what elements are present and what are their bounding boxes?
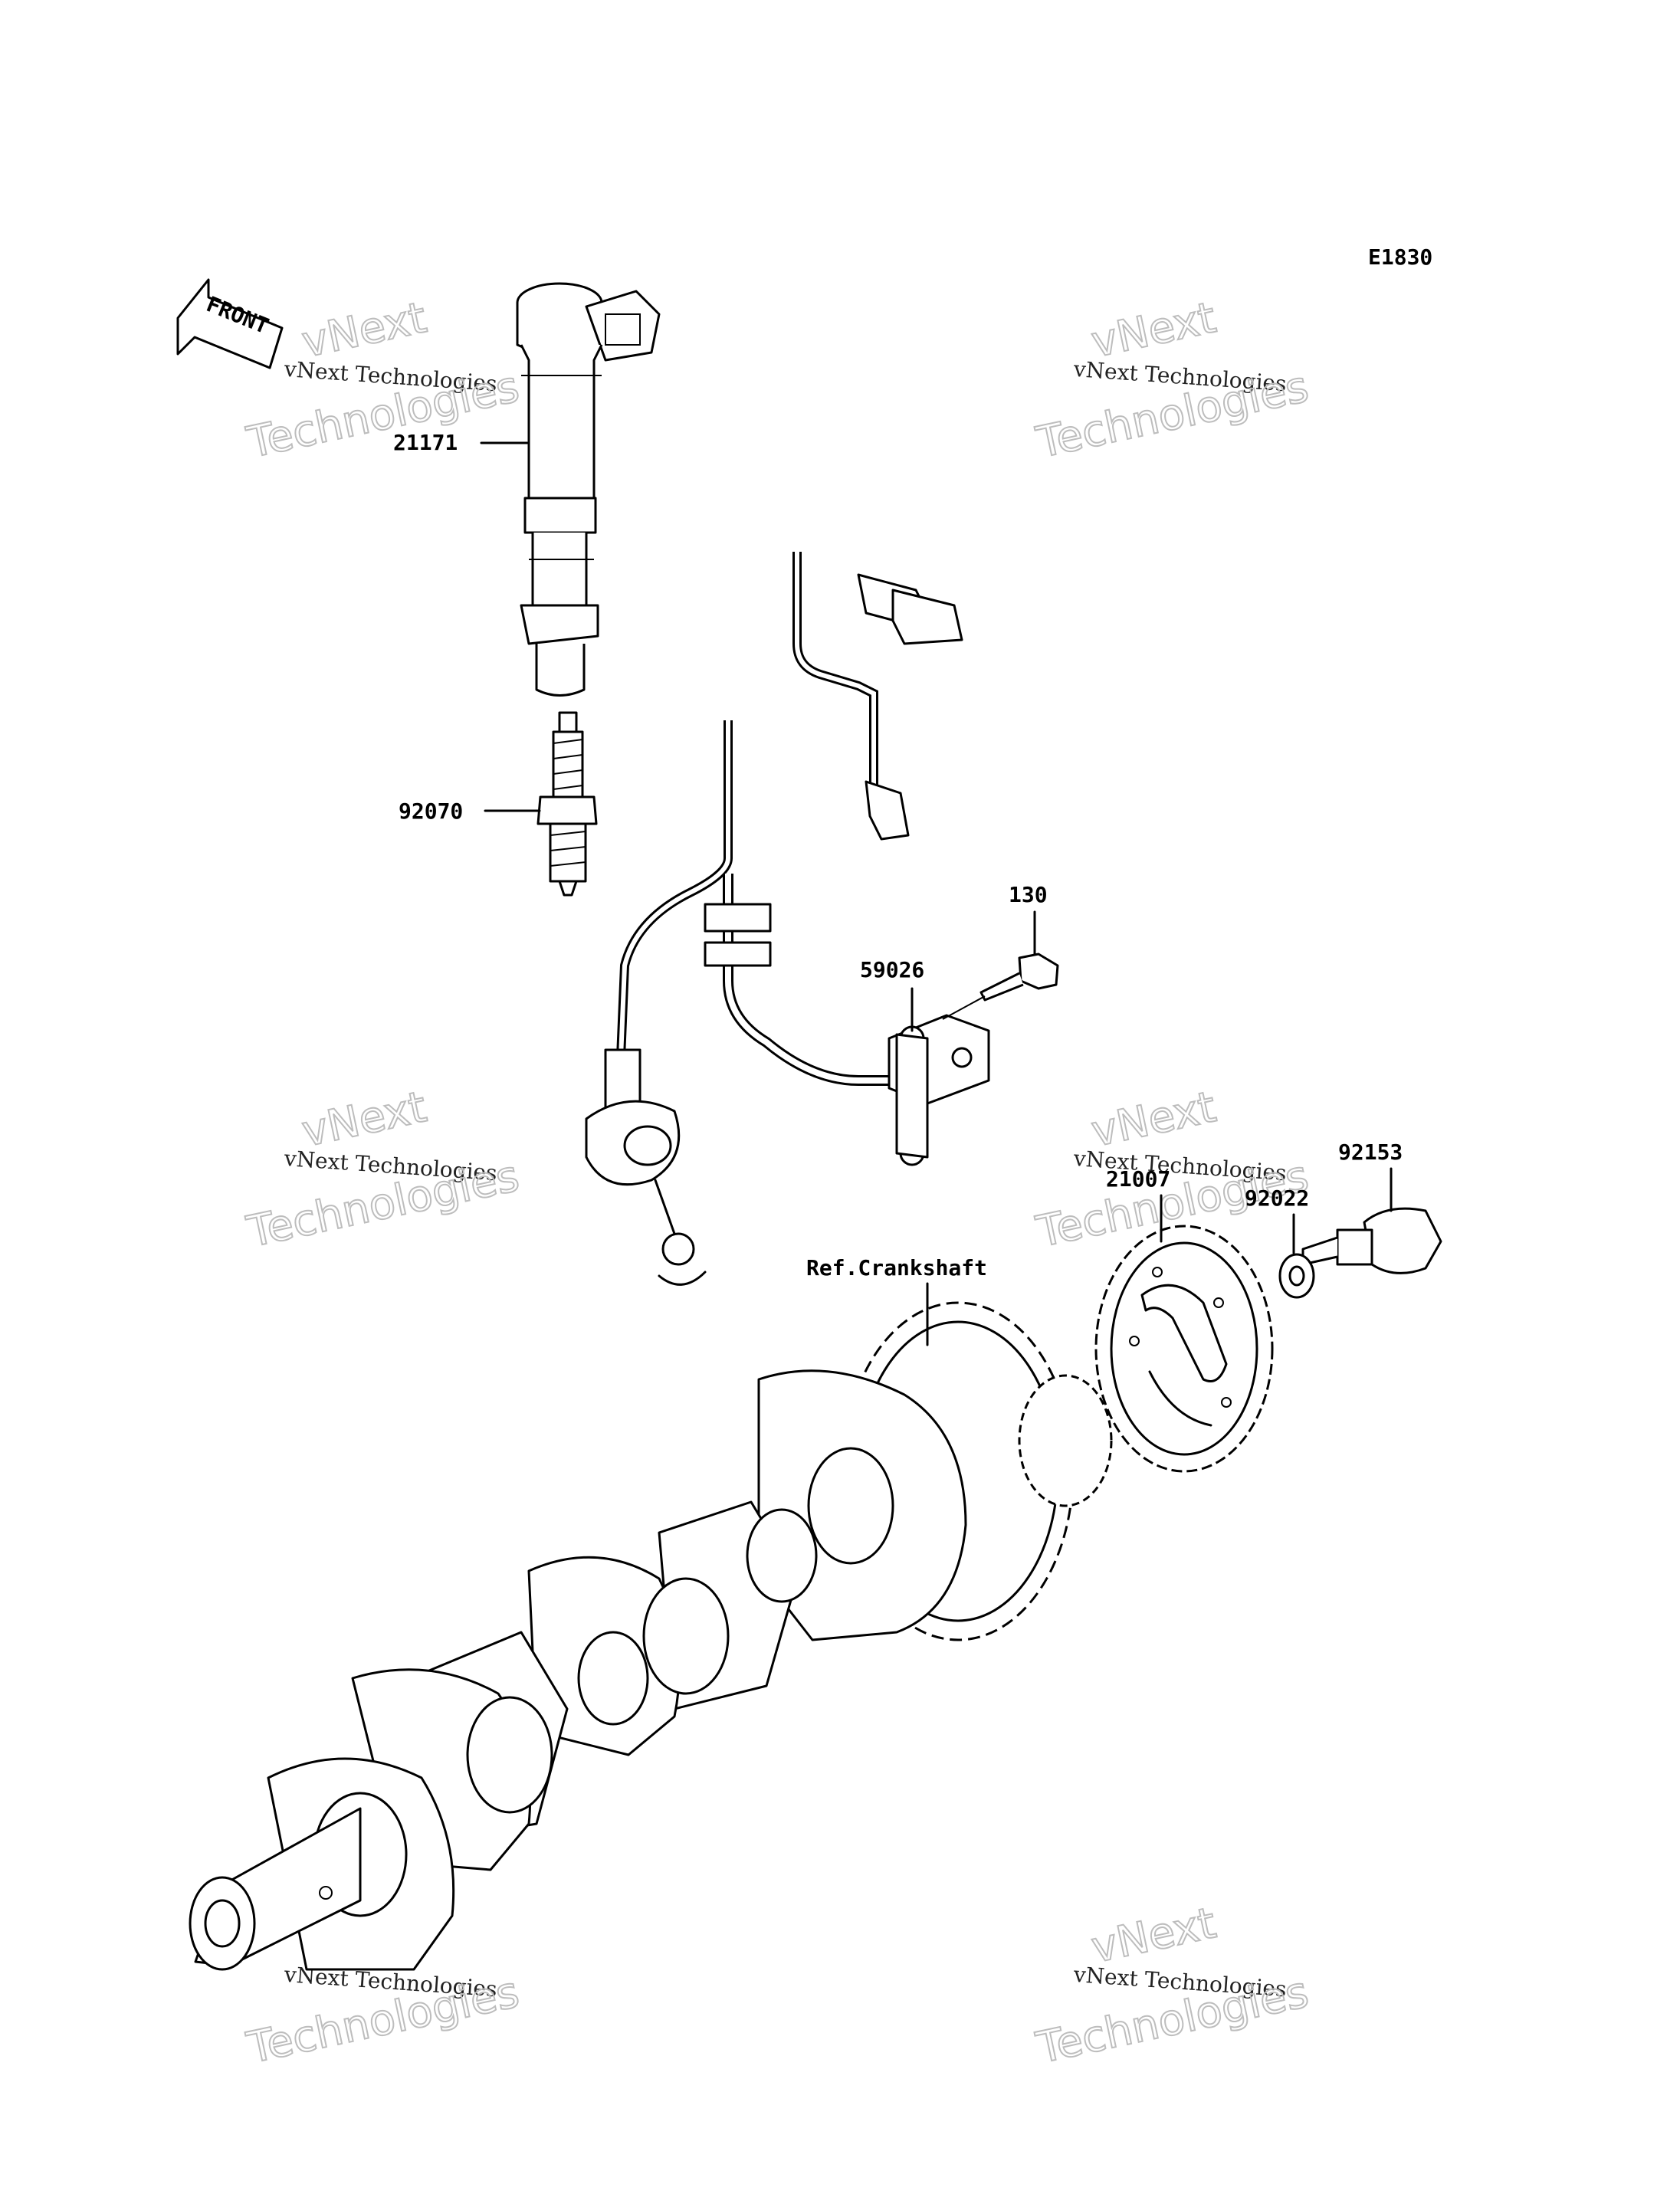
pickup-coil	[888, 1014, 990, 1166]
timing-rotor	[1094, 1225, 1274, 1473]
svg-text:vNext: vNext	[1087, 1898, 1220, 1973]
svg-text:vNext: vNext	[1087, 1082, 1220, 1157]
diagram-code: E1830	[1368, 244, 1432, 270]
front-arrow-icon: FRONT	[176, 278, 284, 369]
watermark-top-right: vNext vNext Technologies Technologies	[1032, 292, 1314, 469]
label-130: 130	[1009, 882, 1048, 907]
watermark-bottom-right: vNext vNext Technologies Technologies	[1032, 1897, 1314, 2074]
flange-bolt	[1301, 1207, 1442, 1274]
washer	[1278, 1253, 1315, 1299]
svg-text:vNext: vNext	[1087, 293, 1220, 368]
spark-plug	[536, 711, 598, 897]
wiring-harness	[585, 526, 963, 1286]
svg-text:vNext: vNext	[297, 1082, 431, 1157]
svg-text:vNext: vNext	[297, 293, 431, 368]
bolt-130	[942, 953, 1059, 1020]
label-92153: 92153	[1338, 1139, 1403, 1165]
label-crankshaft: Ref.Crankshaft	[806, 1255, 987, 1280]
label-21171: 21171	[393, 430, 458, 455]
label-92022: 92022	[1245, 1185, 1309, 1211]
label-59026: 59026	[860, 957, 924, 982]
ignition-coil	[516, 282, 661, 697]
crankshaft	[189, 1301, 1113, 1971]
watermark-mid-left: vNext vNext Technologies Technologies	[242, 1081, 524, 1258]
label-92070: 92070	[399, 798, 463, 824]
label-21007: 21007	[1106, 1166, 1170, 1192]
